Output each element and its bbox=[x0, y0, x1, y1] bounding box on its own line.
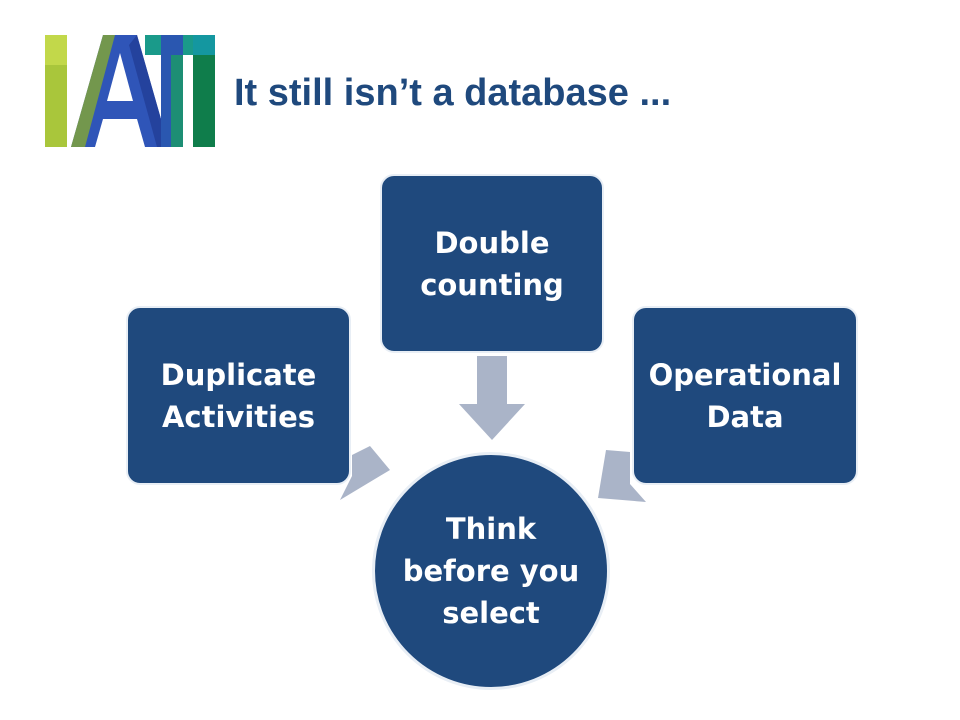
node-operational-data: Operational Data bbox=[632, 306, 858, 485]
node-duplicate-activities-label: Duplicate Activities bbox=[160, 357, 317, 434]
node-think-before-you-select: Think before you select bbox=[372, 452, 610, 690]
node-duplicate-activities: Duplicate Activities bbox=[126, 306, 351, 485]
iati-logo bbox=[45, 35, 215, 147]
node-double-counting: Double counting bbox=[380, 174, 604, 353]
node-operational-data-label: Operational Data bbox=[648, 357, 842, 434]
slide-title: It still isn’t a database ... bbox=[234, 72, 672, 114]
arrow-top-to-center bbox=[459, 356, 525, 440]
node-center-label: Think before you select bbox=[402, 512, 580, 630]
arrow-left-to-center bbox=[340, 446, 390, 500]
arrow-right-to-center bbox=[598, 450, 646, 502]
node-double-counting-label: Double counting bbox=[420, 225, 564, 302]
